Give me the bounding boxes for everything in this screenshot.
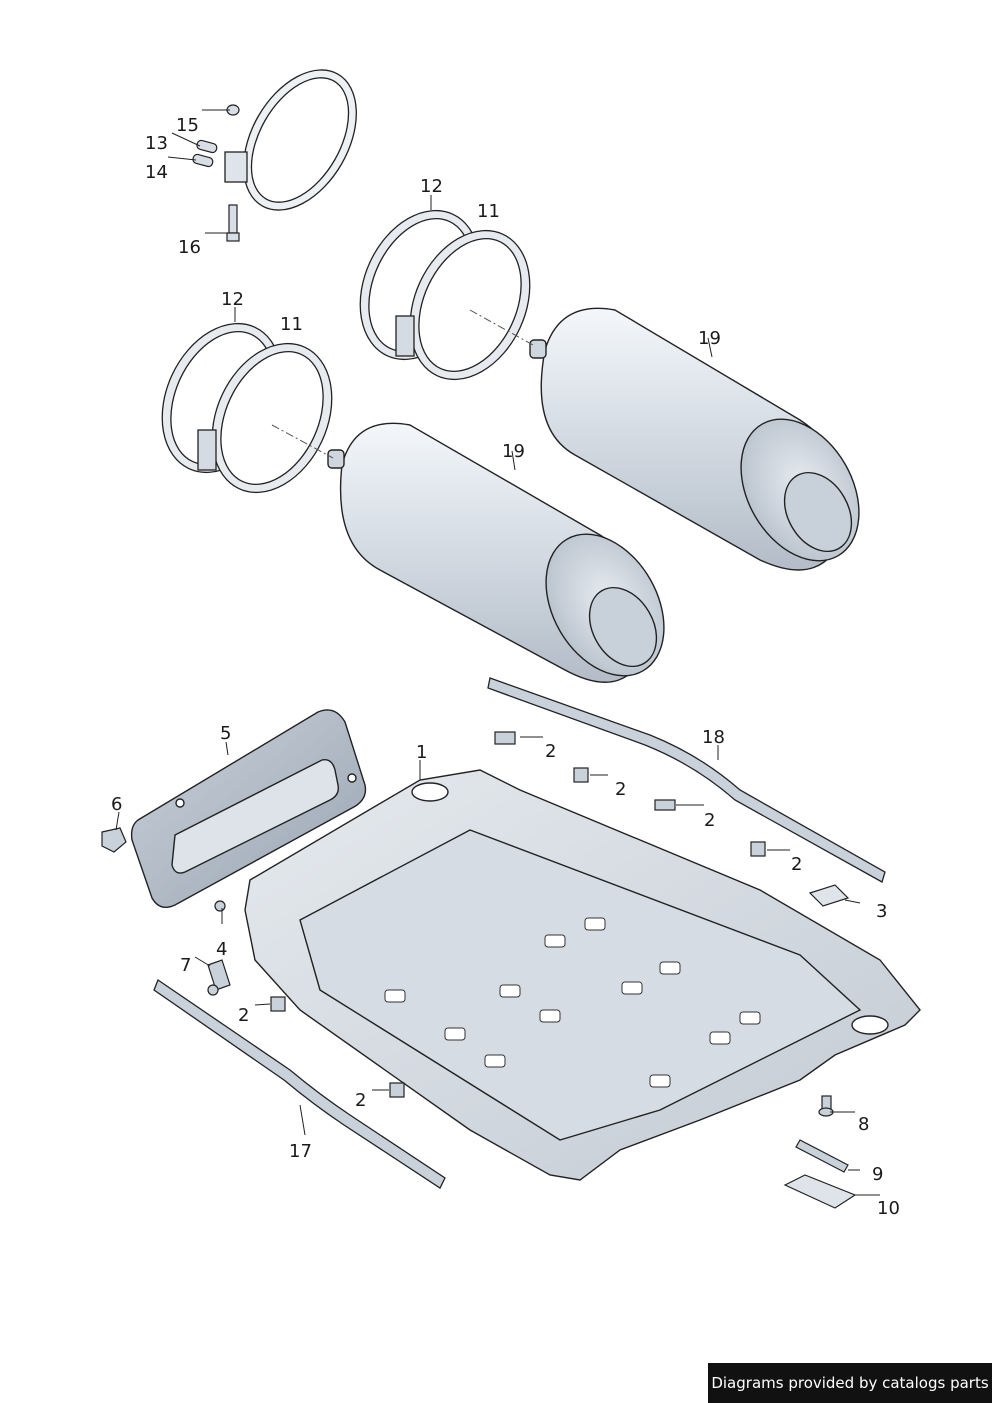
pads-2: [270, 731, 766, 1098]
bracket-4: [207, 959, 231, 996]
callout-11-lower: 11: [280, 314, 303, 335]
callout-9: 9: [872, 1164, 884, 1185]
strap-upper: [224, 69, 357, 211]
screw-7: [214, 900, 226, 912]
nut-6: [101, 827, 127, 853]
sleeve-13: [196, 139, 218, 154]
callout-17: 17: [289, 1141, 312, 1162]
callout-13: 13: [145, 133, 168, 154]
callout-6: 6: [111, 794, 123, 815]
tray-1: [244, 769, 921, 1181]
sleeve-14: [192, 153, 214, 168]
callout-4: 4: [216, 939, 228, 960]
callout-11-upper: 11: [477, 201, 500, 222]
strip-17: [153, 979, 446, 1189]
credit-footer: Diagrams provided by catalogs parts: [708, 1363, 992, 1403]
bolt-8: [818, 1095, 834, 1117]
stud-9: [795, 1139, 849, 1173]
callout-1: 1: [416, 742, 428, 763]
callout-12-upper: 12: [420, 176, 443, 197]
callout-2-b: 2: [615, 779, 627, 800]
callout-2-d: 2: [791, 854, 803, 875]
tank-left: [327, 422, 665, 683]
callout-14: 14: [145, 162, 168, 183]
tank-right: [529, 307, 860, 571]
clip-10: [783, 1174, 857, 1209]
cover-plate-5: [130, 709, 367, 908]
callout-5: 5: [220, 723, 232, 744]
strap-pair-left: [161, 322, 333, 494]
callout-2-e: 2: [238, 1005, 250, 1026]
callout-19-upper: 19: [698, 328, 721, 349]
callout-3: 3: [876, 901, 888, 922]
axis-lines: [271, 309, 534, 459]
callout-12-lower: 12: [221, 289, 244, 310]
leader-lines: [115, 109, 880, 1196]
callout-7: 7: [180, 955, 192, 976]
callout-8: 8: [858, 1114, 870, 1135]
callout-18: 18: [702, 727, 725, 748]
callout-16: 16: [178, 237, 201, 258]
callout-10: 10: [877, 1198, 900, 1219]
callout-19-lower: 19: [502, 441, 525, 462]
callout-2-f: 2: [355, 1090, 367, 1111]
strap-pair-right: [359, 209, 531, 381]
bolt-16: [226, 204, 240, 242]
callout-2-c: 2: [704, 810, 716, 831]
strip-18: [487, 677, 886, 883]
callout-15: 15: [176, 115, 199, 136]
clip-3: [808, 884, 850, 907]
callout-2-a: 2: [545, 741, 557, 762]
